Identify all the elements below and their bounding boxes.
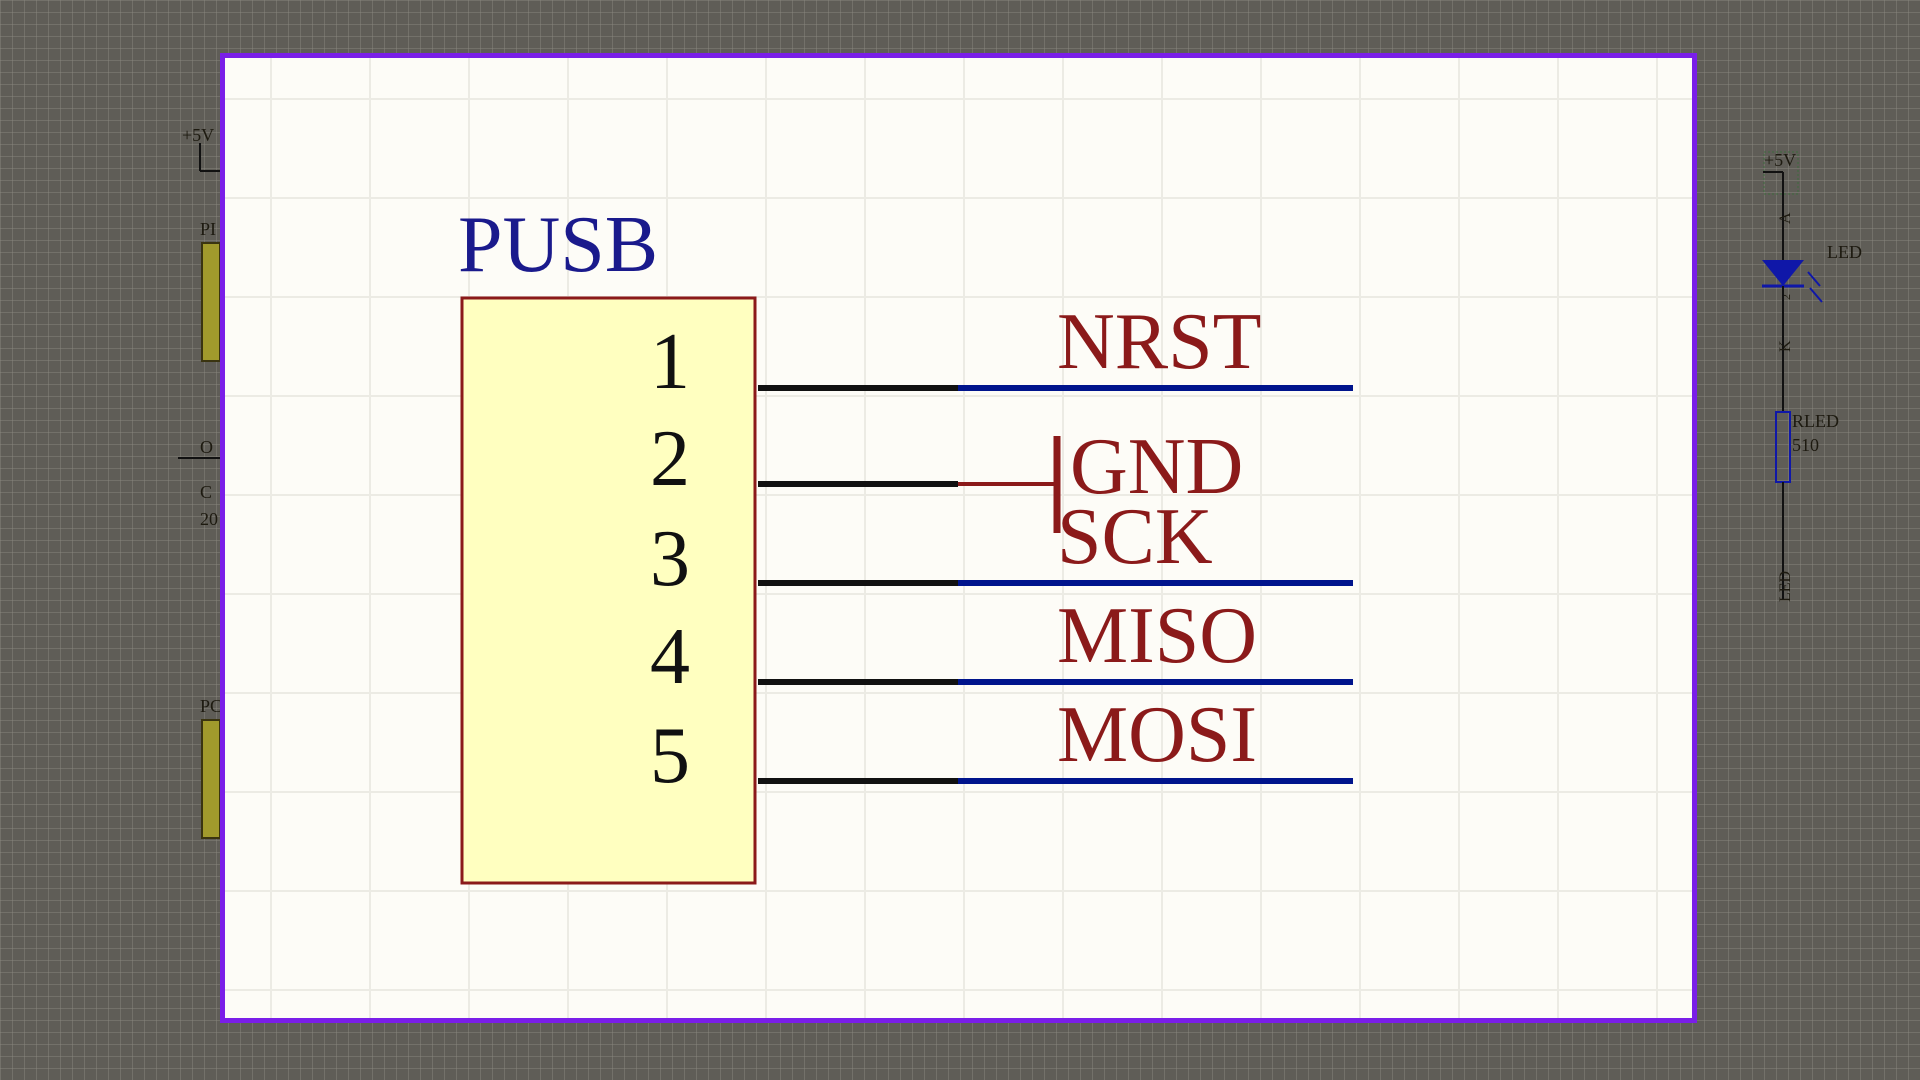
- background-right-fragment: +5V A 2 LED K RLED 510 LED: [1762, 150, 1862, 602]
- net-label-nrst[interactable]: NRST: [1057, 298, 1262, 386]
- component-body[interactable]: [460, 296, 757, 885]
- left-label-p2: PC: [200, 696, 222, 716]
- right-net-label-led: LED: [1777, 571, 1794, 602]
- led-cathode-label: K: [1777, 340, 1794, 352]
- resistor-symbol: [1775, 411, 1791, 483]
- left-component-2: [201, 719, 221, 839]
- left-label-o: O: [200, 437, 213, 457]
- background-left-fragment: +5V PI O C 20 PC: [178, 125, 222, 839]
- component-designator[interactable]: PUSB: [458, 201, 658, 289]
- pin-number-2: 2: [650, 415, 690, 503]
- right-power-label: +5V: [1764, 150, 1796, 170]
- resistor-value: 510: [1792, 435, 1819, 455]
- pin-number-4: 4: [650, 613, 690, 701]
- left-component-1: [201, 242, 221, 362]
- selection-highlight-sheet[interactable]: PUSB 1 2 3 4 5 NRST GND: [220, 53, 1697, 1023]
- left-label-p1: PI: [200, 219, 216, 239]
- net-label-sck[interactable]: SCK: [1057, 493, 1213, 581]
- pusb-schematic: PUSB 1 2 3 4 5 NRST GND: [458, 201, 1353, 885]
- net-label-gnd[interactable]: GND: [1070, 423, 1243, 511]
- left-power-label: +5V: [182, 125, 214, 145]
- left-label-20: 20: [200, 509, 218, 529]
- pin-number-1: 1: [650, 318, 690, 406]
- resistor-designator: RLED: [1792, 411, 1839, 431]
- pin-number-5: 5: [650, 712, 690, 800]
- left-label-c: C: [200, 482, 212, 502]
- led-anode-label: A: [1777, 212, 1794, 224]
- led-pin2-label: 2: [1779, 294, 1793, 300]
- pin-number-3: 3: [650, 515, 690, 603]
- net-label-mosi[interactable]: MOSI: [1057, 691, 1257, 779]
- led-designator: LED: [1827, 242, 1862, 262]
- net-label-miso[interactable]: MISO: [1057, 592, 1257, 680]
- led-diode-symbol: [1762, 260, 1804, 286]
